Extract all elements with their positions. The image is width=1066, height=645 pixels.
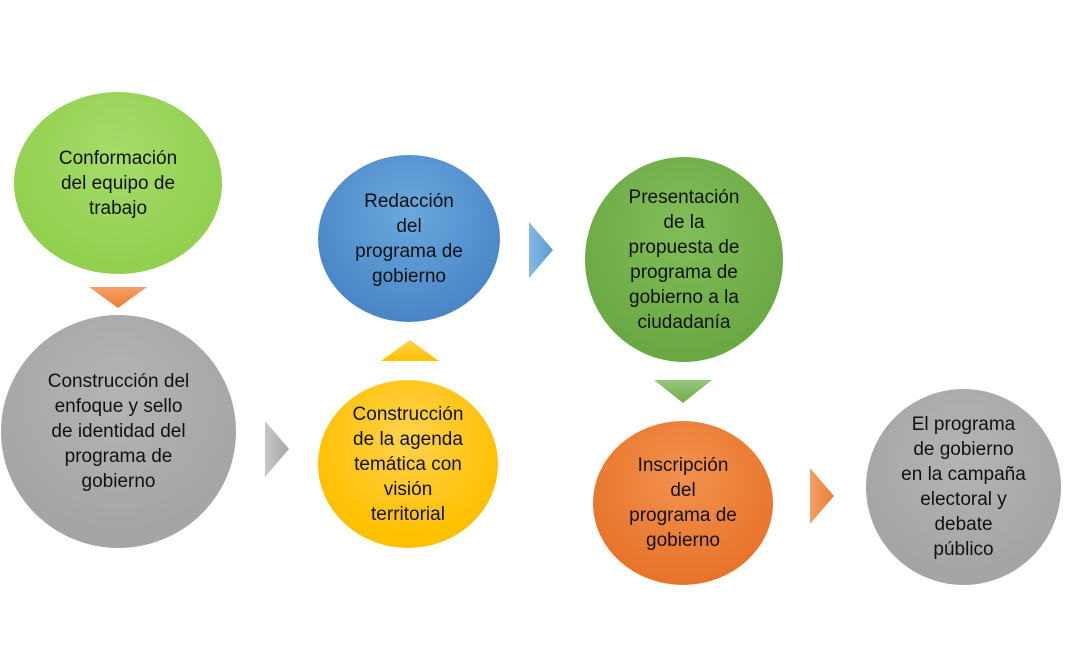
- step-program-drafting: Redacción del programa de gobierno: [318, 155, 500, 322]
- step-team-formation: Conformación del equipo de trabajo: [14, 92, 222, 274]
- step-citizen-presentation: Presentación de la propuesta de programa…: [585, 157, 783, 362]
- arrow-right-2: [529, 222, 553, 278]
- step-thematic-agenda-label: Construcción de la agenda temática con v…: [352, 403, 464, 525]
- step-campaign-debate-label: El programa de gobierno en la campaña el…: [901, 414, 1026, 560]
- step-program-registration-label: Inscripción del programa de gobierno: [629, 455, 737, 551]
- step-citizen-presentation-label: Presentación de la propuesta de programa…: [628, 186, 740, 333]
- step-team-formation-label: Conformación del equipo de trabajo: [58, 147, 178, 219]
- arrow-right-3: [810, 468, 834, 524]
- arrow-down-1: [89, 287, 147, 308]
- arrow-down-2: [654, 380, 712, 403]
- arrow-right-1: [265, 421, 289, 477]
- step-program-drafting-label: Redacción del programa de gobierno: [355, 190, 463, 287]
- step-campaign-debate: El programa de gobierno en la campaña el…: [866, 389, 1061, 585]
- step-program-registration: Inscripción del programa de gobierno: [593, 421, 773, 585]
- step-identity-approach: Construcción del enfoque y sello de iden…: [1, 315, 236, 548]
- arrow-up-1: [381, 340, 439, 361]
- step-thematic-agenda: Construcción de la agenda temática con v…: [318, 380, 498, 548]
- step-identity-approach-label: Construcción del enfoque y sello de iden…: [47, 371, 190, 492]
